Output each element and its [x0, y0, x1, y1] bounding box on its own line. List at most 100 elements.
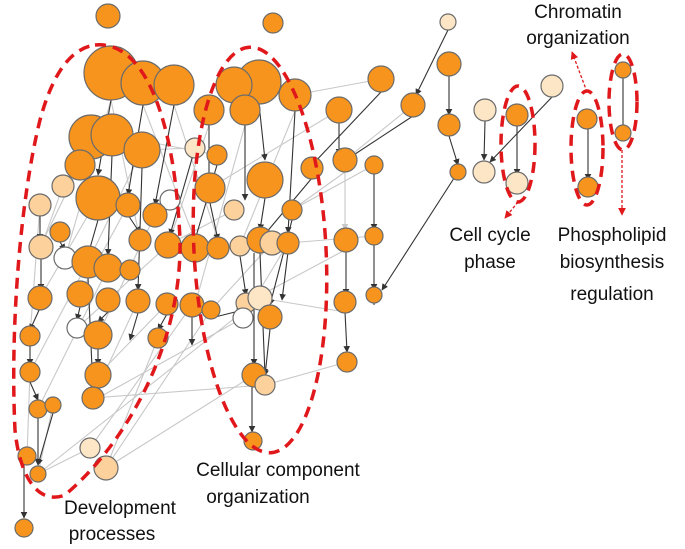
go-term-node: [193, 94, 225, 126]
go-term-node: [155, 292, 179, 316]
edge-dark: [311, 91, 382, 166]
go-term-node: [142, 202, 168, 228]
go-term-node: [505, 103, 529, 127]
label-phospholipid-3: regulation: [570, 284, 653, 305]
go-term-node: [14, 518, 34, 538]
edge-dark: [345, 115, 414, 161]
go-term-node: [614, 124, 632, 142]
go-term-node: [364, 226, 384, 246]
go-term-node: [300, 156, 324, 180]
cluster-chromatin: [607, 52, 639, 152]
edge-dark: [415, 29, 449, 96]
edge-dark: [239, 255, 249, 296]
edge-dark: [36, 412, 54, 466]
edge-light: [29, 261, 89, 373]
label-cell-cycle-1: Cell cycle: [449, 225, 530, 246]
go-term-node: [64, 149, 96, 181]
edge-light: [105, 374, 255, 469]
edge-light: [210, 242, 273, 311]
go-term-node: [325, 96, 353, 124]
go-term-node: [154, 231, 182, 259]
go-term-node: [206, 236, 230, 260]
go-term-node: [257, 304, 283, 330]
go-term-node: [281, 199, 303, 221]
go-term-node: [93, 455, 119, 481]
edge-dark: [480, 120, 488, 161]
edge-light: [291, 164, 375, 211]
edge-dark: [279, 251, 289, 301]
edge-dark: [381, 171, 459, 291]
go-term-node: [473, 98, 497, 122]
edge-light: [142, 104, 196, 241]
go-term-node: [19, 325, 41, 347]
edge-dark: [343, 311, 350, 353]
go-term-node: [367, 65, 395, 93]
go-term-node: [439, 13, 457, 31]
go-term-node: [201, 300, 221, 320]
go-term-node: [84, 361, 112, 389]
go-term-node: [147, 327, 169, 349]
go-term-node: [437, 113, 461, 137]
callout-arrow-cell-cycle: [504, 201, 519, 219]
go-term-node: [75, 175, 121, 221]
go-term-node: [223, 199, 245, 221]
go-term-node: [79, 437, 101, 459]
go-term-node: [128, 228, 152, 252]
edge-light: [37, 267, 109, 410]
go-term-node: [49, 221, 71, 243]
label-phospholipid-1: Phospholipid: [558, 225, 667, 246]
label-development-1: Development: [64, 498, 177, 519]
go-term-node: [333, 227, 359, 253]
go-term-node: [262, 12, 284, 34]
edge-dark: [128, 312, 139, 341]
go-term-node: [123, 131, 161, 169]
go-term-node: [194, 172, 226, 204]
edge-light: [37, 297, 261, 475]
cluster-development: [11, 43, 182, 499]
edge-light: [76, 244, 169, 329]
go-term-node: [336, 351, 358, 373]
edge-dark: [489, 96, 553, 163]
label-cellular-1: Cellular component: [196, 460, 360, 481]
go-term-node: [365, 286, 383, 304]
go-term-node: [27, 285, 53, 311]
go-term-node: [364, 155, 384, 175]
edge-dark: [262, 328, 271, 377]
edges-dark: [20, 29, 627, 519]
go-term-node: [254, 374, 276, 396]
edge-light: [287, 235, 375, 246]
label-chromatin-2: organization: [526, 28, 630, 49]
go-term-node: [119, 259, 141, 281]
go-term-node: [83, 320, 113, 350]
go-term-node: [472, 160, 496, 184]
label-phospholipid-2: biosynthesis: [560, 252, 665, 273]
go-term-node: [66, 280, 94, 308]
go-term-node: [184, 137, 206, 159]
go-term-node: [125, 288, 151, 314]
label-chromatin-1: Chromatin: [534, 2, 622, 23]
edge-light: [89, 304, 193, 449]
go-term-node: [333, 290, 357, 314]
edge-dark: [97, 311, 109, 323]
go-term-node: [28, 399, 48, 419]
edge-dark: [152, 104, 175, 206]
callout-arrow-chromatin: [570, 51, 588, 93]
go-term-node: [153, 64, 195, 106]
go-term-node: [614, 61, 632, 79]
edge-light: [105, 337, 159, 469]
go-term-node: [540, 74, 564, 98]
go-term-node: [577, 176, 599, 198]
nodes: [14, 3, 632, 538]
edge-dark: [209, 202, 220, 241]
go-term-node: [28, 234, 54, 260]
go-term-node: [436, 51, 462, 77]
edge-light: [23, 371, 31, 457]
go-term-node: [81, 386, 105, 410]
cluster-cellular-component: [191, 45, 329, 455]
go-term-node: [51, 174, 75, 198]
go-term-node: [19, 361, 41, 383]
edge-light: [97, 317, 244, 399]
go-term-node: [93, 253, 123, 283]
go-term-node: [95, 287, 121, 313]
